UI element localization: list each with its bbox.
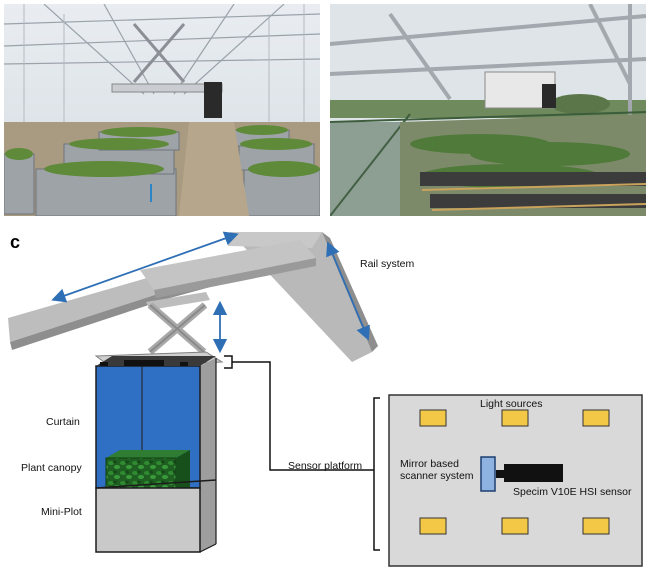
light-source	[501, 409, 529, 427]
photo-outdoor-gantry	[330, 4, 646, 216]
hsi-sensor	[496, 470, 504, 478]
light-source	[419, 409, 447, 427]
light-sources-label: Light sources	[480, 398, 543, 410]
mirror-scanner-label: Mirror based scanner system	[400, 458, 474, 482]
mini-plot-enclosure	[95, 356, 217, 553]
rail-arrow-diagonal	[326, 241, 370, 341]
plant-canopy-label: Plant canopy	[21, 462, 82, 474]
platform-connector	[224, 355, 380, 551]
light-source	[501, 517, 529, 535]
light-source	[419, 517, 447, 535]
panel-letter-c: c	[10, 232, 21, 252]
mini-plot-label: Mini-Plot	[41, 506, 82, 518]
light-source	[582, 517, 610, 535]
mirror-scanner	[480, 456, 496, 492]
plant-canopy-block	[106, 450, 190, 458]
sensor-platform-label: Sensor platform	[288, 460, 363, 472]
hsi-sensor-label: Specim V10E HSI sensor	[513, 486, 632, 498]
light-source	[582, 409, 610, 427]
curtain-label: Curtain	[46, 416, 80, 428]
photo-greenhouse-interior	[4, 4, 320, 216]
rail-system-label: Rail system	[360, 258, 415, 270]
sensor-platform-panel	[388, 394, 643, 567]
schematic-diagram	[8, 231, 643, 567]
rail-arrow-horizontal	[51, 231, 239, 303]
